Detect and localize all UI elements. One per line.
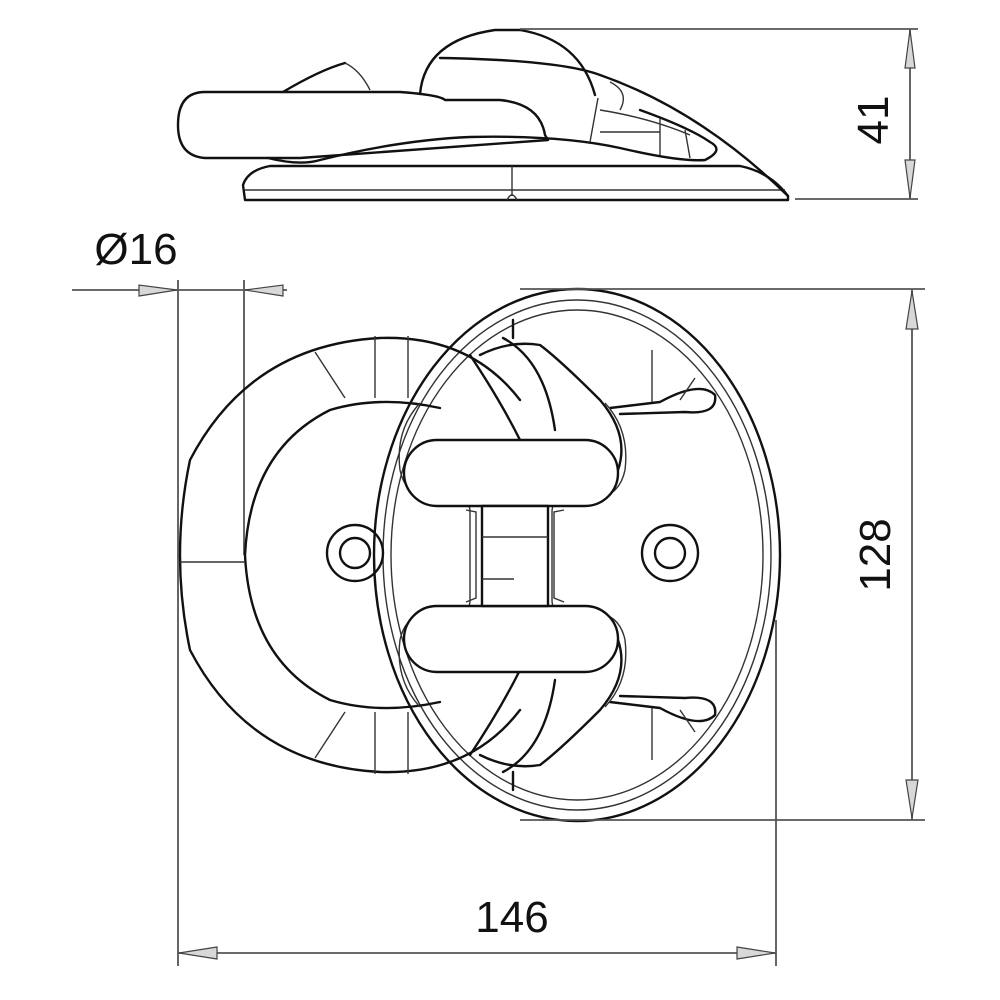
side-ring-bar — [176, 90, 550, 160]
arrow-left-icon — [178, 946, 218, 960]
top-ring-outer — [178, 336, 522, 774]
dim-label-146: 146 — [475, 893, 548, 942]
screw-hole-right-icon — [640, 523, 700, 583]
top-center-link — [480, 504, 550, 608]
dimension-41: 41 — [520, 28, 918, 200]
screw-hole-left-icon — [325, 523, 385, 583]
dim-label-diameter-16: Ø16 — [94, 225, 177, 274]
arrow-right-icon — [736, 946, 776, 960]
top-base-outer — [372, 287, 782, 823]
top-ring-inner — [243, 400, 442, 710]
arrow-right-icon — [138, 284, 178, 297]
arrow-down-icon — [904, 159, 916, 199]
dim-label-41: 41 — [849, 96, 898, 145]
top-upper-bar — [402, 438, 620, 508]
top-lower-bar — [402, 604, 620, 674]
arrow-up-icon — [904, 29, 916, 69]
side-body-slope — [281, 56, 790, 198]
top-view — [178, 287, 782, 823]
dimension-diameter-16: Ø16 — [72, 225, 287, 560]
arrow-up-icon — [905, 290, 919, 330]
side-dome — [418, 28, 597, 97]
side-view — [176, 28, 790, 202]
dimension-128: 128 — [520, 288, 925, 821]
dimension-146: 146 — [177, 560, 777, 966]
dim-label-128: 128 — [851, 518, 900, 591]
side-base-plate — [241, 164, 790, 202]
arrow-left-icon — [244, 284, 284, 297]
arrow-down-icon — [905, 779, 919, 819]
side-body-saddle — [266, 108, 718, 164]
